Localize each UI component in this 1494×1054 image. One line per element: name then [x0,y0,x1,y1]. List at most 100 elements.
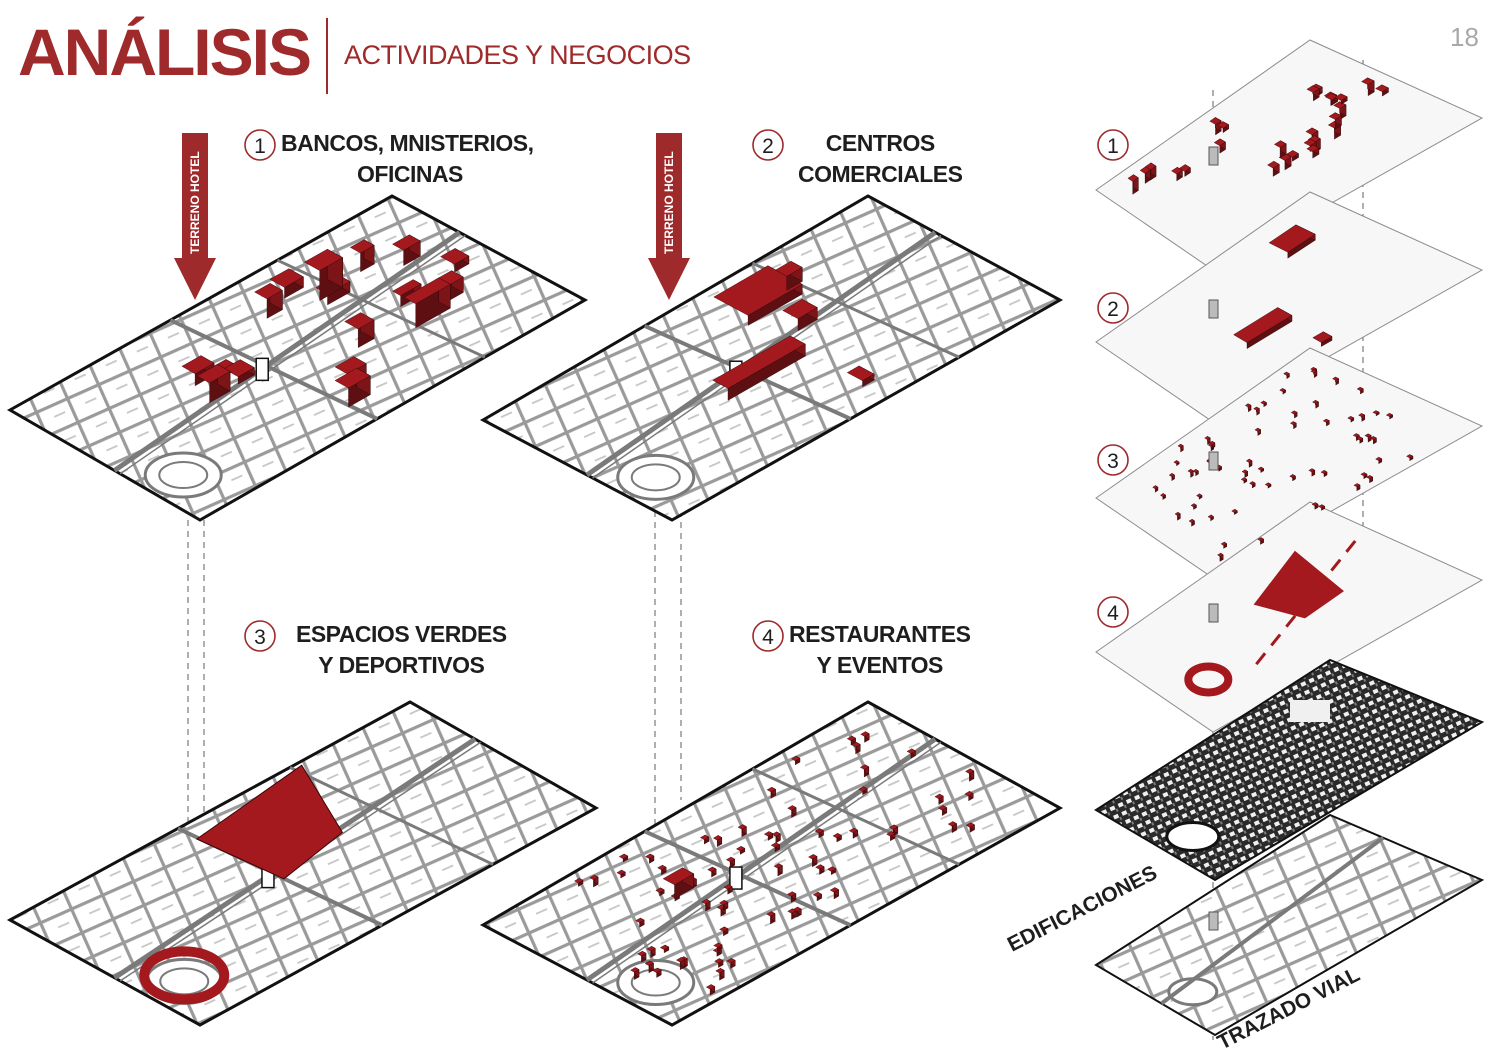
layer-1-building [1274,140,1287,148]
panel-3-label-line2: Y DEPORTIVOS [318,652,485,678]
layer-3-building [1352,433,1360,438]
office-building [254,283,283,300]
restaurant-building [659,944,670,950]
restaurant-building [646,946,656,952]
layer-3-building [1385,413,1394,417]
layer-3-building [1260,400,1267,405]
restaurant-building [723,884,733,890]
restaurant-building [737,824,747,830]
map-4-hotel-tower [729,866,743,890]
layer-3-building [1289,474,1296,479]
map-1-cross-avenue [169,318,378,421]
restaurant-building [848,827,859,834]
restaurant-building [814,828,824,834]
layer-3-building [1253,406,1260,411]
stack-hotel-marker [1208,603,1219,623]
mall-building [712,335,806,389]
restaurant-building [787,908,797,914]
stack-hotel-marker [1208,451,1219,471]
restaurant-building [715,968,725,974]
restaurant-building [815,864,825,870]
layer-3-building [1160,493,1166,498]
terreno-hotel-arrow-2: TERRENO HOTEL [648,133,690,300]
trazado-main-avenue [1160,836,1385,1006]
layer-3-building [1372,410,1380,415]
panel-2-number-badge: 2 [752,129,784,161]
layer-3-building [1241,469,1249,474]
map-2-stadium-field [630,463,681,492]
layer-3-building [1358,413,1366,418]
restaurant-building [630,967,640,973]
panel-2-label-line2: COMERCIALES [798,161,963,187]
layer-3-building [1320,470,1328,474]
panel-1-number-badge: 1 [244,129,276,161]
layer-3-building [1264,482,1272,487]
layer-2-mall [1233,307,1293,343]
layer-3-building [1209,440,1216,445]
restaurant-building [719,926,729,932]
restaurant-building [714,958,724,964]
svg-text:3: 3 [1107,450,1119,473]
layer-3-building [1290,410,1298,415]
layer-3-building [1364,433,1372,438]
layer-3-building [1356,436,1364,441]
restaurant-building [616,869,626,875]
map-4-main-avenue [585,737,937,983]
layer-3-building [1190,503,1197,508]
map-1-main-avenue [113,230,461,473]
restaurant-building [707,866,717,872]
office-building [440,248,470,265]
restaurant-cluster [662,867,695,886]
panel-2-label-line1: CENTROS [825,130,935,156]
stack-hotel-marker [1208,299,1219,319]
restaurant-building [808,854,818,860]
panel-3-label-line1: ESPACIOS VERDES [296,621,507,647]
layer-1-building [1171,166,1183,175]
map-1-base [6,194,589,522]
stadium-highlight [139,946,230,1005]
office-building [344,312,375,330]
svg-text:4: 4 [762,626,774,649]
layer-3-building [1257,466,1265,471]
restaurant-building [655,887,665,893]
restaurant-building [771,831,781,837]
layer-1-building [1127,174,1139,182]
layer-3-building [1312,400,1319,404]
layer-3-building [1290,421,1297,426]
edificaciones-park [1290,700,1330,722]
office-building [269,268,304,288]
map-3-cross-street [289,766,494,866]
layer-3-building [1279,388,1286,393]
layer-3-building [1406,454,1414,459]
commercial-building [782,299,818,319]
layer-4-green-area [1253,550,1344,619]
layer-3-number-badge: 3 [1097,444,1129,476]
svg-text:1: 1 [254,135,266,158]
layer-3-building [1369,436,1377,441]
restaurant-building [589,874,599,880]
panel-4-number-badge: 4 [752,620,784,652]
terreno-hotel-arrow-1: TERRENO HOTEL [174,133,216,300]
restaurant-building [770,842,781,848]
restaurant-building [937,805,948,811]
svg-text:3: 3 [254,626,266,649]
layer-1-building [1213,138,1226,147]
layer-4-stadium [1184,662,1233,697]
restaurant-building [812,891,823,898]
restaurant-building [766,911,776,917]
layer-1-building [1305,127,1319,136]
layer-3-building [1217,552,1224,557]
restaurant-building [858,786,868,792]
office-tower [303,248,344,271]
stack-hotel-marker [1208,146,1219,166]
panel-3-number-badge: 3 [244,620,276,652]
page-number: 18 [1450,22,1479,52]
restaurant-building [787,805,797,811]
panel-1-label-line2: OFICINAS [357,161,463,187]
map-panel-3-green-sports [6,700,600,1027]
terreno-hotel-label-1: TERRENO HOTEL [188,151,202,254]
office-building [392,279,422,296]
layer-3-building [1283,371,1290,376]
green-space-area [195,764,344,880]
restaurant-building [644,960,654,966]
